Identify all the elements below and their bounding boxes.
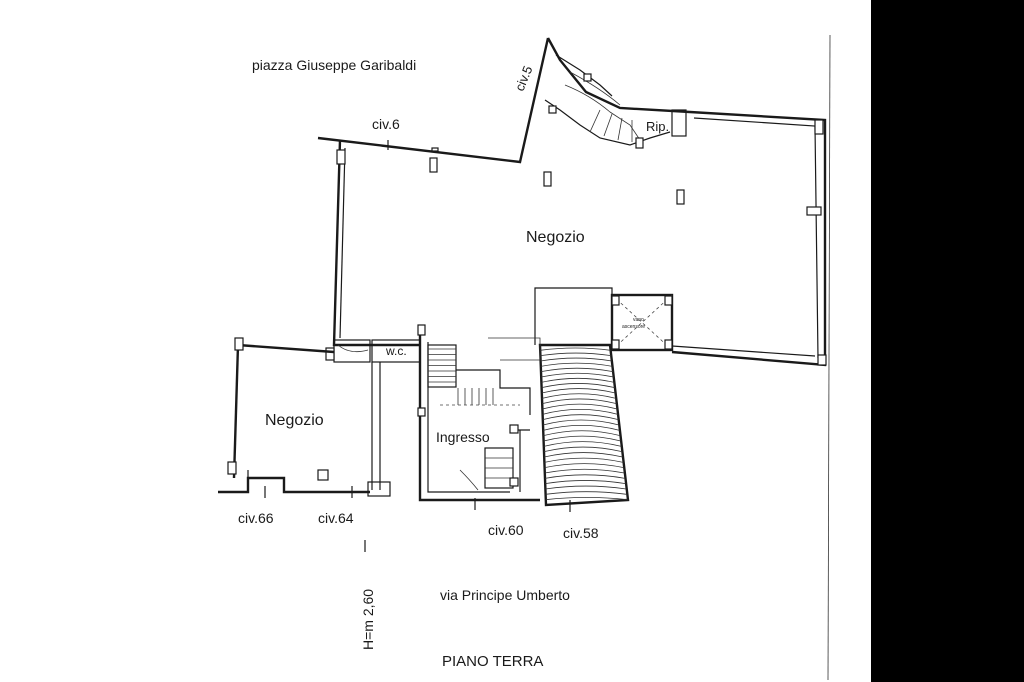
stair-tread bbox=[541, 393, 617, 399]
stair-tread bbox=[543, 441, 622, 447]
main-staircase bbox=[538, 343, 630, 507]
main-shop-pillars bbox=[336, 119, 827, 366]
stair-tread bbox=[542, 403, 618, 410]
stair-tread bbox=[540, 347, 611, 351]
civ66-label: civ.66 bbox=[238, 510, 274, 526]
small-shop-walls bbox=[218, 337, 391, 497]
front-ticks bbox=[264, 486, 571, 552]
stair-tread bbox=[545, 485, 627, 490]
entrance-label: Ingresso bbox=[436, 429, 490, 445]
stair-tread bbox=[544, 457, 624, 463]
stair-tread bbox=[541, 377, 615, 383]
height-label: H=m 2,60 bbox=[360, 589, 376, 650]
main-shop-label: Negozio bbox=[526, 229, 585, 246]
wc-corridor bbox=[325, 339, 421, 490]
civ6-label: civ.6 bbox=[372, 116, 400, 132]
stair-tread bbox=[540, 367, 614, 373]
stair-tread bbox=[544, 474, 626, 479]
stair-tread bbox=[541, 383, 615, 389]
civ64-label: civ.64 bbox=[318, 510, 354, 526]
lift-label-2: ascensore bbox=[622, 324, 645, 330]
stair-tread bbox=[543, 430, 621, 437]
main-shop-walls bbox=[317, 37, 827, 367]
wc-label: w.c. bbox=[385, 344, 407, 358]
floor-label: PIANO TERRA bbox=[442, 653, 543, 670]
lift-shaft bbox=[610, 293, 674, 352]
stair-tread bbox=[543, 425, 620, 431]
stair-tread bbox=[544, 468, 625, 474]
scan-edge-bar bbox=[871, 0, 1024, 682]
stair-tread bbox=[542, 398, 617, 405]
stair-tread bbox=[543, 446, 623, 453]
civ58-label: civ.58 bbox=[563, 525, 599, 541]
civ60-label: civ.60 bbox=[488, 522, 524, 538]
stair-tread bbox=[542, 414, 619, 421]
civ5-label: civ.5 bbox=[512, 64, 536, 94]
stair-tread bbox=[540, 362, 613, 367]
margin-line bbox=[827, 34, 831, 681]
lift-label-1: vano bbox=[633, 317, 644, 323]
stair-tread bbox=[545, 491, 627, 495]
stair-tread bbox=[540, 352, 612, 357]
stair-tread bbox=[545, 480, 626, 485]
piazza-label: piazza Giuseppe Garibaldi bbox=[252, 57, 416, 73]
stair-tread bbox=[545, 496, 628, 501]
stair-tread bbox=[543, 435, 621, 442]
small-shop-label: Negozio bbox=[265, 412, 324, 429]
entrance-block bbox=[417, 324, 541, 502]
stair-tread bbox=[542, 419, 620, 426]
core-box bbox=[534, 287, 613, 345]
stair-tread bbox=[544, 463, 624, 469]
stair-tread bbox=[542, 409, 618, 415]
stair-tread bbox=[540, 357, 612, 362]
stair-tread bbox=[541, 388, 616, 394]
rip-label: Rip. bbox=[646, 119, 669, 134]
stair-tread bbox=[541, 372, 614, 378]
stair-tread bbox=[544, 452, 623, 458]
street-label: via Principe Umberto bbox=[440, 587, 570, 603]
top-stair-niche bbox=[544, 54, 687, 146]
